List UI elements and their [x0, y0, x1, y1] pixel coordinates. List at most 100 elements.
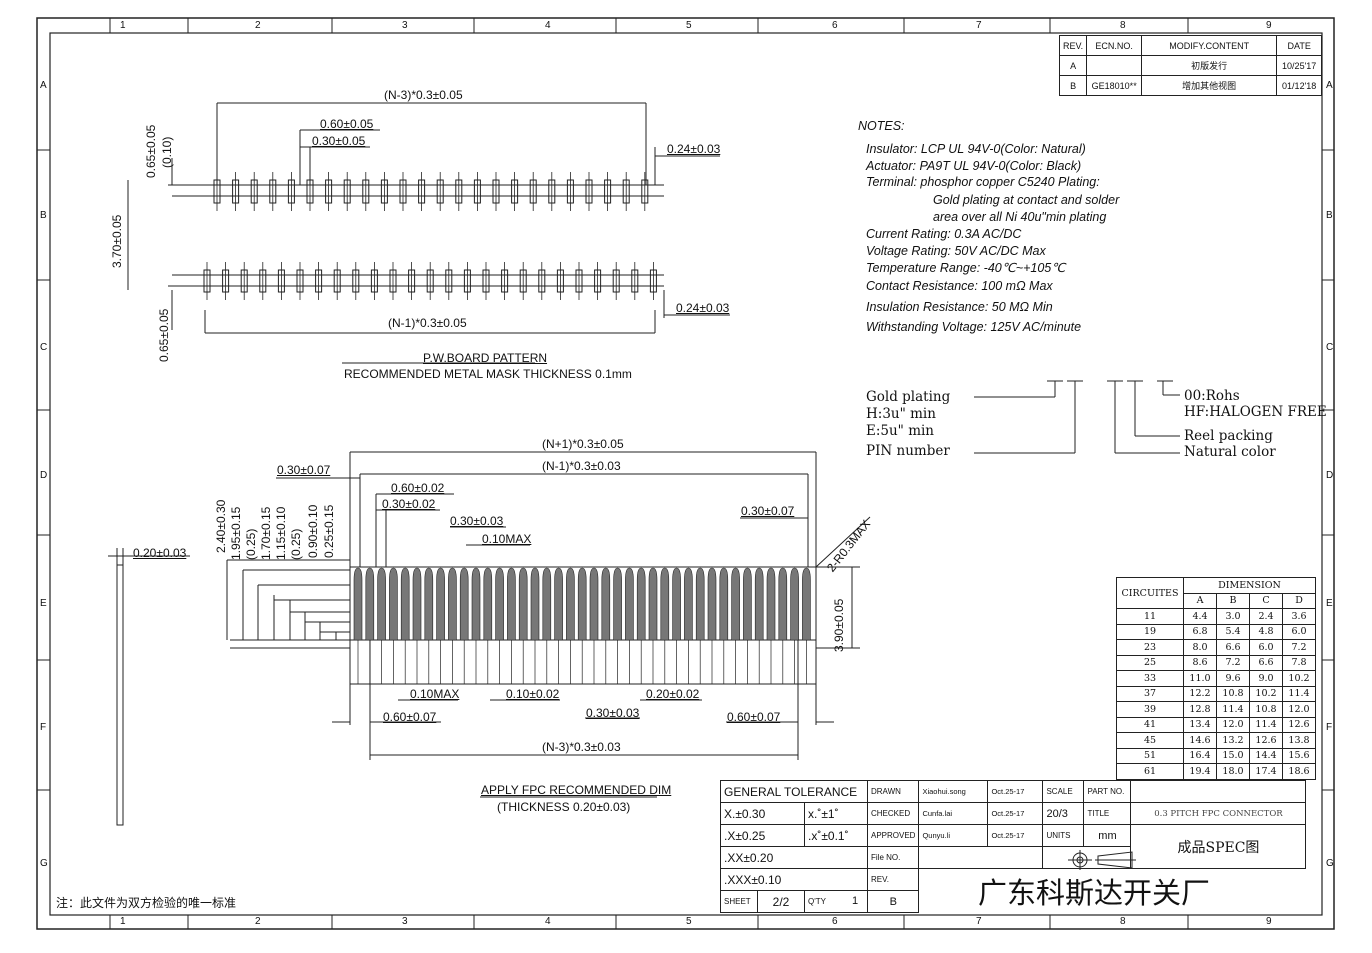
code-h: H:3u" min: [866, 406, 936, 422]
checked-label: CHECKED: [866, 802, 920, 825]
notes-line: Insulator: LCP UL 94V-0(Color: Natural): [866, 142, 1086, 156]
modify-cell: 增加其他视图: [1141, 75, 1278, 96]
fpc-dim-b010: 0.10±0.02: [506, 687, 560, 701]
part-code-leaders: [974, 380, 1180, 454]
circuit-count-cell: 19: [1116, 623, 1184, 640]
fpc-outline: [108, 451, 871, 826]
fpc-dim-030-left: 0.30±0.07: [277, 463, 331, 477]
zone-label-side: D: [1326, 470, 1334, 481]
fpc-finger: [353, 567, 363, 641]
notes-line: Temperature Range: -40℃~+105℃: [866, 261, 1066, 275]
fpc-finger: [731, 567, 740, 641]
drawn-date: Oct.25-17: [987, 780, 1044, 803]
zone-label-side: B: [1326, 210, 1333, 221]
dimension-cell: 17.4: [1249, 763, 1283, 780]
drawn-name: Xiaohui.song: [918, 780, 989, 803]
pcb-dim-n1: (N-1)*0.3±0.05: [388, 316, 467, 330]
checked-name: Cunfa.lai: [918, 802, 989, 825]
zone-label-side: E: [40, 598, 47, 609]
zone-label-side: G: [1326, 858, 1334, 869]
zone-label-top: 6: [832, 916, 838, 927]
fpc-finger: [542, 567, 552, 641]
company-name: 广东科斯达开关厂: [978, 876, 1211, 910]
dimension-cell: 6.6: [1249, 654, 1283, 671]
notes-line: area over all Ni 40u"min plating: [933, 210, 1107, 224]
pcb-dim-370: 3.70±0.05: [110, 214, 124, 268]
dimension-cell: 10.2: [1249, 685, 1283, 702]
dimension-cell: 4.8: [1249, 623, 1283, 640]
dimension-table-subheader: A B C D: [1117, 592, 1316, 609]
revision-header-row: REV. ECN.NO. MODIFY.CONTENT DATE: [1058, 35, 1323, 56]
zone-label-side: G: [40, 858, 48, 869]
code-natural: Natural color: [1184, 444, 1276, 460]
fpc-finger: [400, 567, 410, 641]
dimension-cell: 6.6: [1216, 639, 1250, 656]
part-no-value: [1130, 780, 1307, 803]
fpc-finger: [518, 567, 528, 641]
notes-line: Voltage Rating: 50V AC/DC Max: [866, 244, 1046, 258]
ecn-header: ECN.NO.: [1086, 35, 1143, 56]
tol-x: X.±0.30: [720, 802, 805, 825]
pcb-pattern: [172, 184, 664, 287]
col-b-header: B: [1216, 592, 1250, 609]
notes-line: Insulation Resistance: 50 MΩ Min: [866, 300, 1053, 314]
tol-xx: .X±0.25: [720, 824, 805, 847]
fpc-finger: [436, 567, 445, 641]
circuits-header: CIRCUITES: [1116, 577, 1184, 609]
notes-heading: NOTES:: [858, 119, 905, 133]
dimension-cell: 9.6: [1216, 670, 1250, 687]
circuit-count-cell: 45: [1116, 732, 1184, 749]
approved-name: Qunyu.li: [918, 824, 989, 847]
zone-label-top: 9: [1266, 916, 1272, 927]
fpc-finger: [684, 567, 693, 641]
drawn-label: DRAWN: [866, 780, 920, 803]
general-tolerance-label: GENERAL TOLERANCE: [720, 780, 868, 803]
fpc-finger: [377, 567, 386, 641]
fpc-finger: [743, 567, 752, 641]
zone-label-side: F: [1326, 722, 1333, 733]
col-d-header: D: [1282, 592, 1316, 609]
zone-label-top: 1: [120, 916, 126, 927]
fpc-dim-060: 0.60±0.02: [391, 481, 445, 495]
dimension-cell: 6.8: [1183, 623, 1217, 640]
notes-line: Withstanding Voltage: 125V AC/minute: [866, 320, 1082, 334]
fpc-finger: [530, 567, 540, 641]
approved-label: APPROVED: [866, 824, 920, 847]
dimension-cell: 13.4: [1183, 716, 1217, 733]
zone-label-side: A: [40, 80, 47, 91]
fpc-finger: [790, 567, 799, 641]
fpc-finger: [507, 567, 516, 641]
zone-label-top: 8: [1120, 20, 1126, 31]
fpc-finger: [660, 567, 670, 641]
fpc-finger: [412, 567, 422, 641]
fpc-finger: [601, 567, 611, 641]
dimension-cell: 15.0: [1216, 747, 1250, 764]
notes-line: Actuator: PA9T UL 94V-0(Color: Black): [866, 159, 1082, 173]
dimension-cell: 15.6: [1282, 747, 1316, 764]
zone-label-side: D: [40, 470, 48, 481]
pcb-dim-065-bot: 0.65±0.05: [157, 308, 171, 362]
fpc-finger: [719, 567, 729, 641]
zone-label-top: 4: [545, 20, 551, 31]
circuit-count-cell: 41: [1116, 716, 1184, 733]
fpc-dim-n-minus-1: (N-1)*0.3±0.03: [542, 459, 621, 473]
rev-header: REV.: [1058, 35, 1088, 56]
code-gold-plating: Gold plating: [866, 389, 951, 405]
zone-label-top: 7: [976, 916, 982, 927]
dimension-cell: 11.4: [1249, 716, 1283, 733]
dimension-table-header: CIRCUITES DIMENSION: [1116, 577, 1316, 609]
fpc-dim-b060-right: 0.60±0.07: [727, 710, 781, 724]
zone-label-top: 3: [402, 20, 408, 31]
zone-label-top: 7: [976, 20, 982, 31]
dimension-cell: 14.6: [1183, 732, 1217, 749]
code-e: E:5u" min: [866, 423, 935, 439]
